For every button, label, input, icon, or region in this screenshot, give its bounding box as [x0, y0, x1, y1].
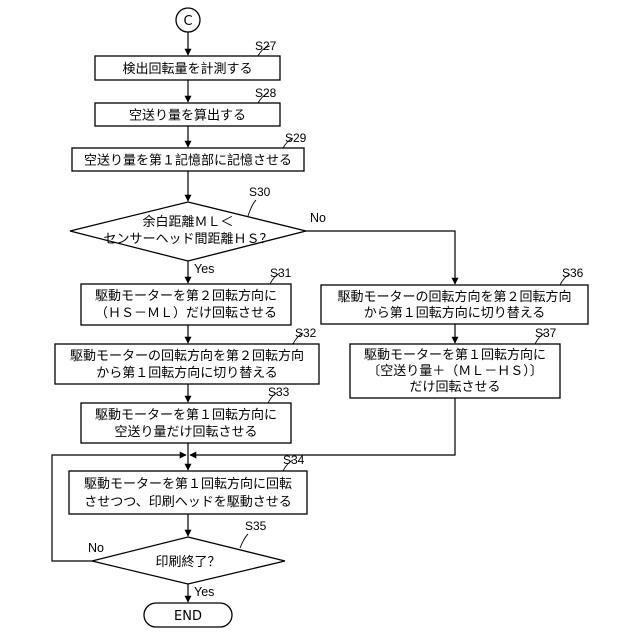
step-s29: 空送り量を第１記憶部に記憶させる S29 — [72, 131, 307, 171]
arrow-s30-no-s36 — [306, 231, 455, 284]
s31-text-line2: （ＨＳ－ＭＬ）だけ回転させる — [95, 306, 277, 321]
s28-label: S28 — [255, 86, 277, 100]
end-label: END — [174, 609, 202, 624]
s37-text-line3: だけ回転させる — [409, 380, 500, 395]
s35-text: 印刷終了？ — [155, 554, 220, 570]
s37-label: S37 — [535, 326, 557, 340]
s29-label: S29 — [285, 131, 307, 145]
step-s33: 駆動モーターを第１回転方向に 空送り量だけ回転させる S33 — [81, 385, 291, 443]
s35-yes-label: Yes — [194, 585, 214, 599]
s34-text-line2: させつつ、印刷ヘッドを駆動させる — [84, 495, 291, 510]
s31-text-line1: 駆動モーターを第２回転方向に — [95, 288, 277, 304]
s33-text-line2: 空送り量だけ回転させる — [114, 425, 257, 440]
s37-text-line2: 〔空送り量＋（ＭＬ－ＨＳ）〕 — [367, 364, 543, 379]
s35-leader — [240, 534, 248, 548]
s36-label: S36 — [562, 266, 584, 280]
s32-text-line1: 駆動モーターの回転方向を第２回転方向 — [70, 348, 304, 364]
connector-c: C — [176, 8, 200, 32]
s30-text-line1: 余白距離ＭＬ＜ — [142, 214, 233, 230]
s30-leader — [248, 200, 256, 216]
s35-label: S35 — [245, 519, 267, 533]
s37-text-line1: 駆動モーターを第１回転方向に — [364, 347, 546, 363]
step-s31: 駆動モーターを第２回転方向に （ＨＳ－ＭＬ）だけ回転させる S31 — [81, 266, 292, 325]
s36-text-line2: から第１回転方向に切り替える — [364, 305, 546, 321]
end-terminator: END — [144, 603, 232, 627]
step-s32: 駆動モーターの回転方向を第２回転方向 から第１回転方向に切り替える S32 — [55, 326, 319, 384]
s32-label: S32 — [295, 326, 317, 340]
s27-text: 検出回転量を計測する — [122, 61, 252, 77]
s33-text-line1: 駆動モーターを第１回転方向に — [95, 407, 277, 423]
connector-label: C — [183, 14, 192, 29]
s29-text: 空送り量を第１記憶部に記憶させる — [84, 153, 292, 169]
s35-no-label: No — [88, 541, 104, 555]
s34-label: S34 — [283, 453, 305, 467]
s33-label: S33 — [268, 385, 290, 399]
s30-no-label: No — [310, 211, 326, 225]
s30-yes-label: Yes — [194, 262, 214, 276]
s27-label: S27 — [255, 39, 277, 53]
decision-s30: 余白距離ＭＬ＜ センサーヘッド間距離ＨＳ？ S30 No Yes — [70, 185, 326, 276]
s36-text-line1: 駆動モーターの回転方向を第２回転方向 — [337, 289, 571, 305]
s34-text-line1: 駆動モーターを第１回転方向に回転 — [84, 476, 292, 492]
s32-text-line2: から第１回転方向に切り替える — [96, 365, 278, 381]
s30-label: S30 — [249, 185, 271, 199]
decision-s35: 印刷終了？ S35 No Yes — [88, 519, 285, 599]
s30-text-line2: センサーヘッド間距離ＨＳ？ — [103, 232, 272, 247]
s28-text: 空送り量を算出する — [129, 109, 246, 124]
s31-label: S31 — [270, 266, 292, 280]
